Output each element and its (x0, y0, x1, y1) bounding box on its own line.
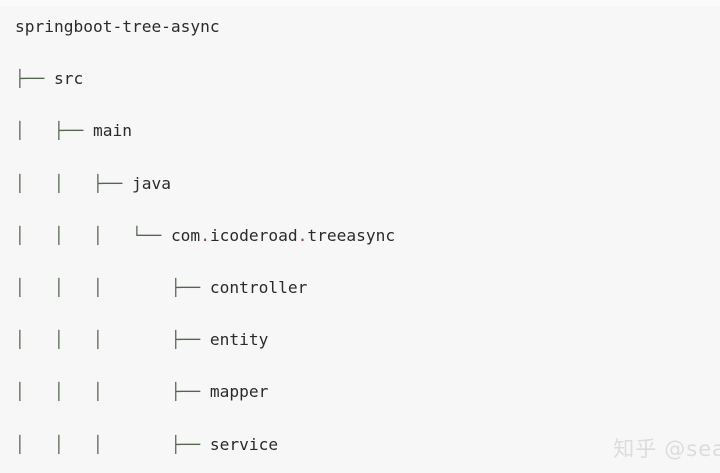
top-edge-strip (0, 0, 720, 6)
watermark: 知乎@sea (613, 433, 720, 463)
tree-node-label: com.icoderoad.treeasync (170, 225, 396, 245)
watermark-handle: @sea (664, 437, 720, 461)
tree-branch-glyph: │ │ │ ├── (15, 434, 210, 454)
tree-row: │ ├── main (15, 118, 395, 144)
tree-row: │ │ ├── java (15, 171, 395, 197)
tree-node-label: controller (209, 277, 308, 297)
dot-separator: . (200, 225, 210, 245)
tree-node-label: springboot-tree-async (15, 17, 220, 36)
tree-branch-glyph: │ ├── (15, 121, 93, 141)
tree-row: │ │ │ ├── mapper (15, 379, 395, 405)
tree-node-label: entity (209, 330, 269, 350)
tree-node-label: java (131, 173, 171, 193)
tree-branch-glyph: │ │ │ └── (15, 225, 171, 245)
tree-branch-glyph: │ │ │ ├── (15, 382, 210, 402)
tree-node-label: mapper (209, 382, 269, 402)
tree-branch-glyph: ├── (15, 69, 54, 89)
tree-node-label: service (209, 434, 279, 454)
zhihu-logo-text: 知乎 (613, 437, 658, 461)
tree-row: springboot-tree-async (15, 14, 395, 40)
directory-tree-listing: springboot-tree-async ├── src │ ├── main… (15, 14, 395, 473)
tree-row: │ │ │ └── com.icoderoad.treeasync (15, 223, 395, 249)
tree-row: │ │ │ ├── service (15, 432, 395, 458)
tree-row: ├── src (15, 66, 395, 92)
tree-branch-glyph: │ │ │ ├── (15, 330, 210, 350)
tree-row: │ │ │ ├── entity (15, 327, 395, 353)
tree-branch-glyph: │ │ ├── (15, 173, 132, 193)
tree-node-label: src (53, 69, 84, 89)
tree-branch-glyph: │ │ │ ├── (15, 277, 210, 297)
tree-row: │ │ │ ├── controller (15, 275, 395, 301)
tree-node-label: main (92, 121, 132, 141)
dot-separator: . (297, 225, 308, 245)
